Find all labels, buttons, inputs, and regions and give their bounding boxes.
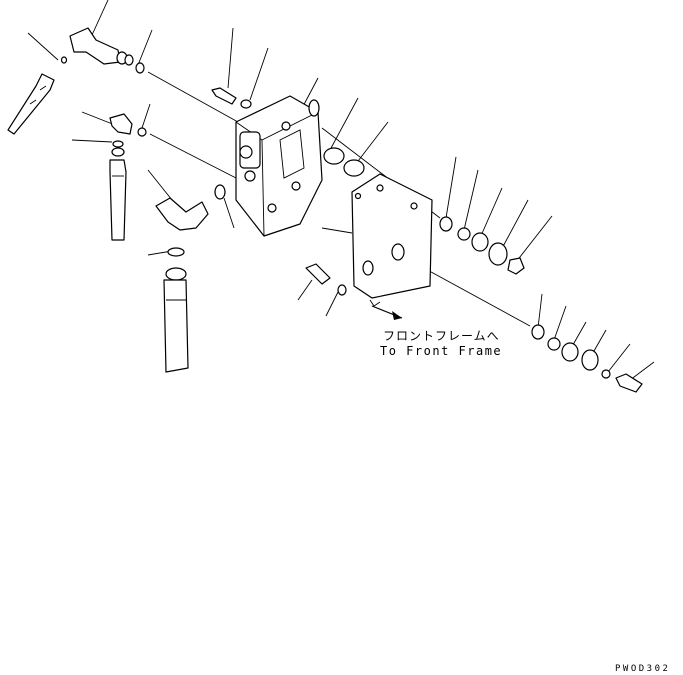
hose-lower — [163, 267, 189, 373]
hose-upper — [7, 73, 55, 135]
bolt-middle — [305, 263, 347, 296]
direction-arrow — [371, 305, 403, 320]
hardware-stack-upper — [439, 216, 525, 275]
valve-body — [235, 95, 323, 237]
elbow-fitting-lower — [155, 184, 226, 257]
drawing-code: PWOD302 — [615, 664, 671, 674]
bolt-top — [211, 87, 252, 109]
leader-lines — [27, 0, 655, 381]
gaskets — [323, 147, 365, 177]
bracket-plate — [351, 173, 433, 307]
hardware-stack-lower — [531, 324, 643, 393]
tee-fitting — [109, 113, 147, 157]
elbow-fitting-top — [60, 27, 145, 74]
annotation-english: To Front Frame — [380, 344, 503, 358]
hose-middle — [109, 159, 127, 241]
annotation-japanese: フロントフレームへ — [383, 329, 500, 343]
